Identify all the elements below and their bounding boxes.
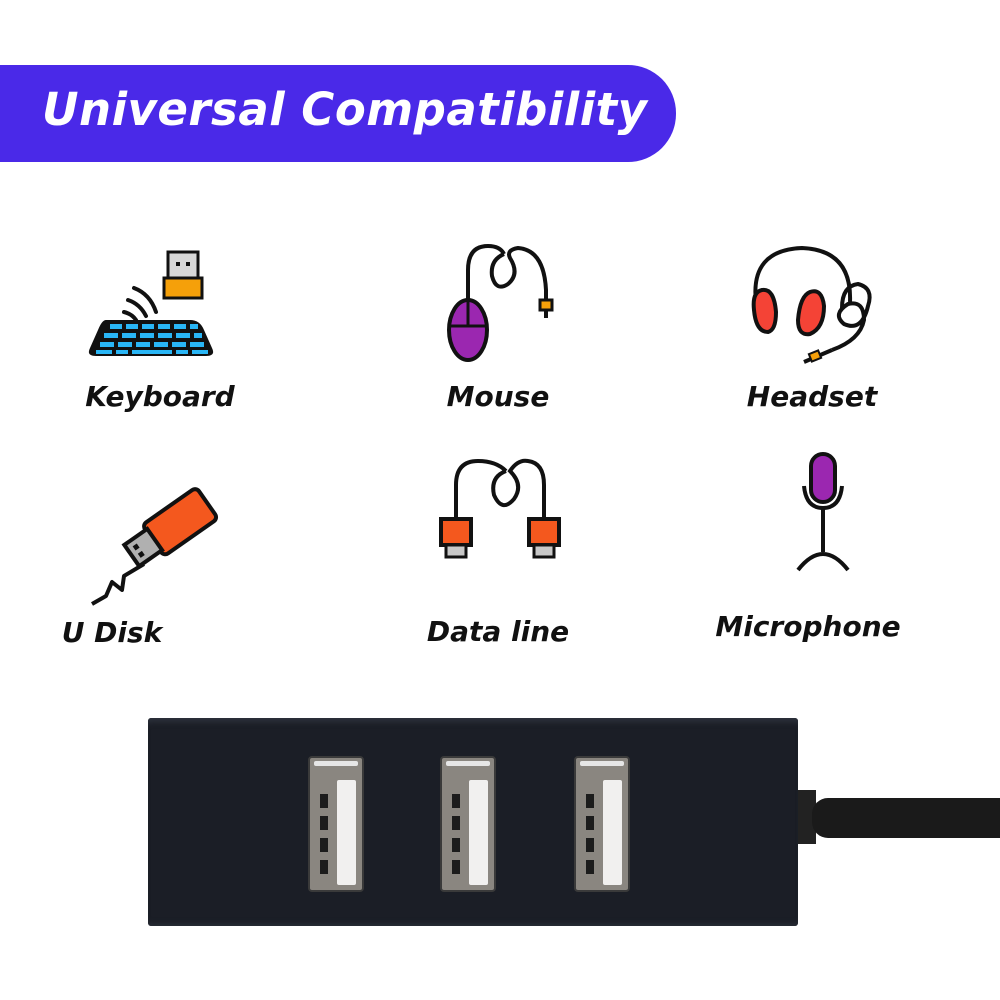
device-label: Headset xyxy=(746,380,878,413)
hub-cable-connector xyxy=(798,790,816,844)
device-label: Data line xyxy=(426,615,570,648)
usb-port xyxy=(574,756,630,892)
device-data-line: Data line xyxy=(378,455,618,655)
device-keyboard: Keyboard xyxy=(40,240,280,440)
device-headset: Headset xyxy=(692,240,932,440)
device-label: Microphone xyxy=(715,610,901,643)
device-u-disk: U Disk xyxy=(20,480,260,680)
banner-title: Universal Compatibility xyxy=(42,83,648,136)
usb-hub-image xyxy=(148,718,798,926)
usb-port xyxy=(308,756,364,892)
usb-cable-icon xyxy=(439,458,561,559)
headset-icon xyxy=(751,245,872,364)
hub-cable xyxy=(812,798,1000,838)
wireless-keyboard-icon xyxy=(88,250,214,356)
device-label: Keyboard xyxy=(85,380,235,413)
microphone-icon xyxy=(796,452,850,572)
device-microphone: Microphone xyxy=(692,450,932,650)
device-label: Mouse xyxy=(446,380,550,413)
title-banner: Universal Compatibility xyxy=(0,65,676,162)
mouse-icon xyxy=(447,243,554,362)
device-mouse: Mouse xyxy=(378,240,618,440)
device-label: U Disk xyxy=(61,616,163,649)
usb-port xyxy=(440,756,496,892)
usb-flash-drive-icon xyxy=(91,487,219,606)
